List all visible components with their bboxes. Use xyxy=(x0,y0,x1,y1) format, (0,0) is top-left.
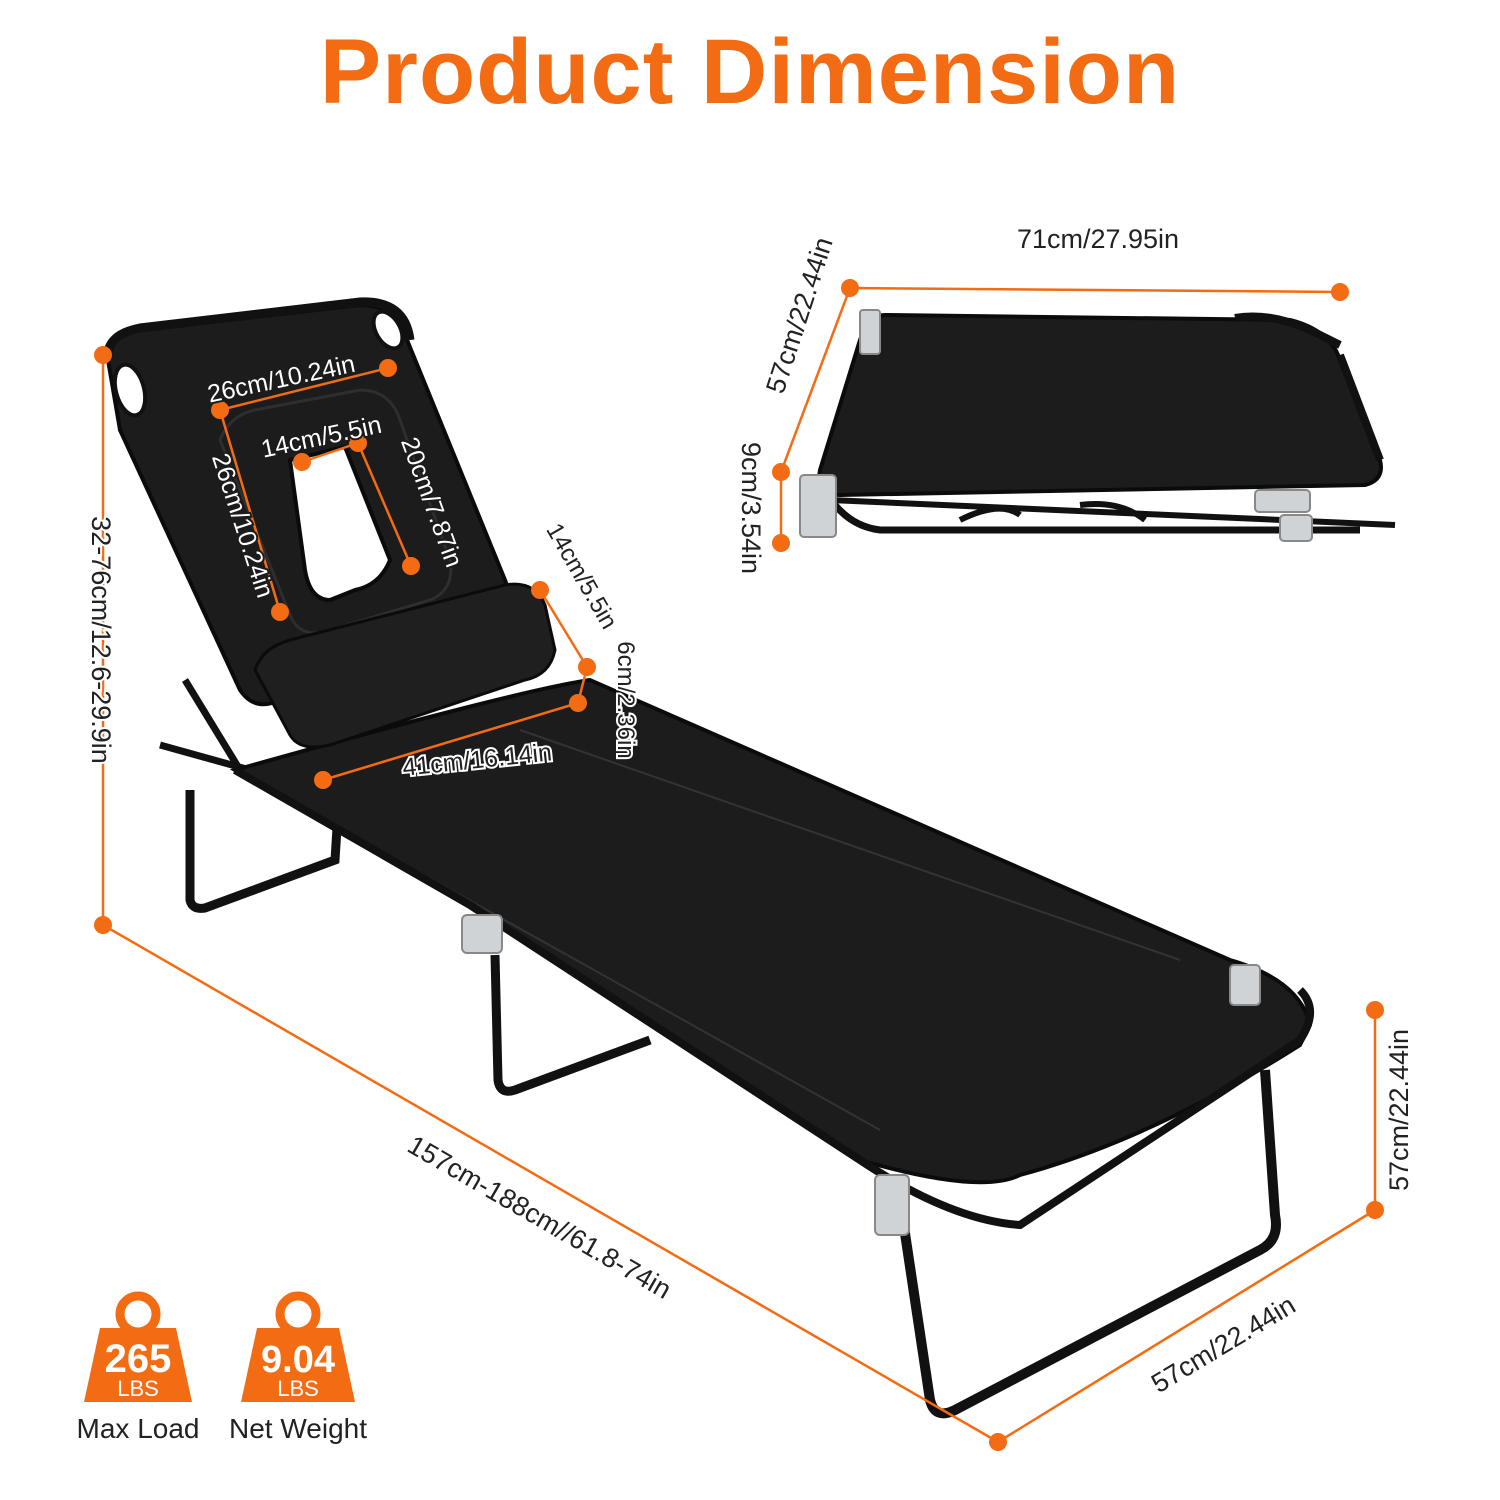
rear-leg-frame xyxy=(185,779,345,913)
hinge-plate xyxy=(1229,964,1261,1006)
face-hole xyxy=(287,444,393,603)
weight-icon xyxy=(84,1291,192,1402)
hinge-plate xyxy=(799,474,837,538)
hinge-plate xyxy=(1279,514,1313,542)
folded-dimension-endpoints xyxy=(772,279,1349,552)
folded-leg xyxy=(958,501,1147,523)
lounger-folded-image xyxy=(799,309,1396,542)
folded-dimension-lines xyxy=(779,286,1341,543)
page-title: Product Dimension xyxy=(319,21,1181,123)
weight-icon xyxy=(241,1291,355,1402)
dimension-endpoints xyxy=(94,346,1384,1451)
badge-value: 265 xyxy=(105,1337,172,1381)
pillow-thickness-label: 6cm/2.36in xyxy=(612,641,639,758)
front-leg-frame xyxy=(895,1069,1281,1419)
middle-leg-frame xyxy=(490,954,652,1096)
hinge-plate xyxy=(859,309,881,355)
badge-unit: LBS xyxy=(117,1376,159,1401)
folded-fabric xyxy=(817,312,1383,498)
height-label: 32-76cm/12.6-29.9in xyxy=(86,516,116,764)
folded-width-label: 57cm/22.44in xyxy=(760,233,839,396)
lounger-main-image xyxy=(103,297,1314,1419)
hinge-plate xyxy=(874,1174,910,1236)
weight-badge-max-load: 265 LBS Max Load xyxy=(77,1291,200,1444)
badge-unit: LBS xyxy=(277,1376,319,1401)
width-label: 57cm/22.44in xyxy=(1146,1290,1300,1399)
handle-hole xyxy=(112,362,148,418)
folded-frame xyxy=(1234,312,1342,349)
hinge-plate xyxy=(461,914,503,954)
hinge-plate xyxy=(1254,489,1311,513)
pillow-depth-label: 14cm/5.5in xyxy=(540,519,622,634)
folded-thickness-label: 9cm/3.54in xyxy=(736,442,766,574)
backrest-frame xyxy=(103,297,415,361)
backrest-prop xyxy=(159,678,251,774)
headrest-cushion xyxy=(218,388,453,635)
seat-height-label: 57cm/22.44in xyxy=(1384,1029,1414,1191)
folded-frame xyxy=(1336,353,1384,462)
badge-value: 9.04 xyxy=(261,1339,335,1381)
badge-caption: Max Load xyxy=(77,1413,200,1444)
length-label: 157cm-188cm//61.8-74in xyxy=(403,1130,677,1305)
folded-length-label: 71cm/27.95in xyxy=(1017,224,1179,254)
weight-badge-net-weight: 9.04 LBS Net Weight xyxy=(229,1291,367,1444)
badge-caption: Net Weight xyxy=(229,1413,367,1444)
handle-hole xyxy=(371,309,405,351)
lounger-seat xyxy=(229,677,1313,1185)
pillow xyxy=(253,582,557,749)
